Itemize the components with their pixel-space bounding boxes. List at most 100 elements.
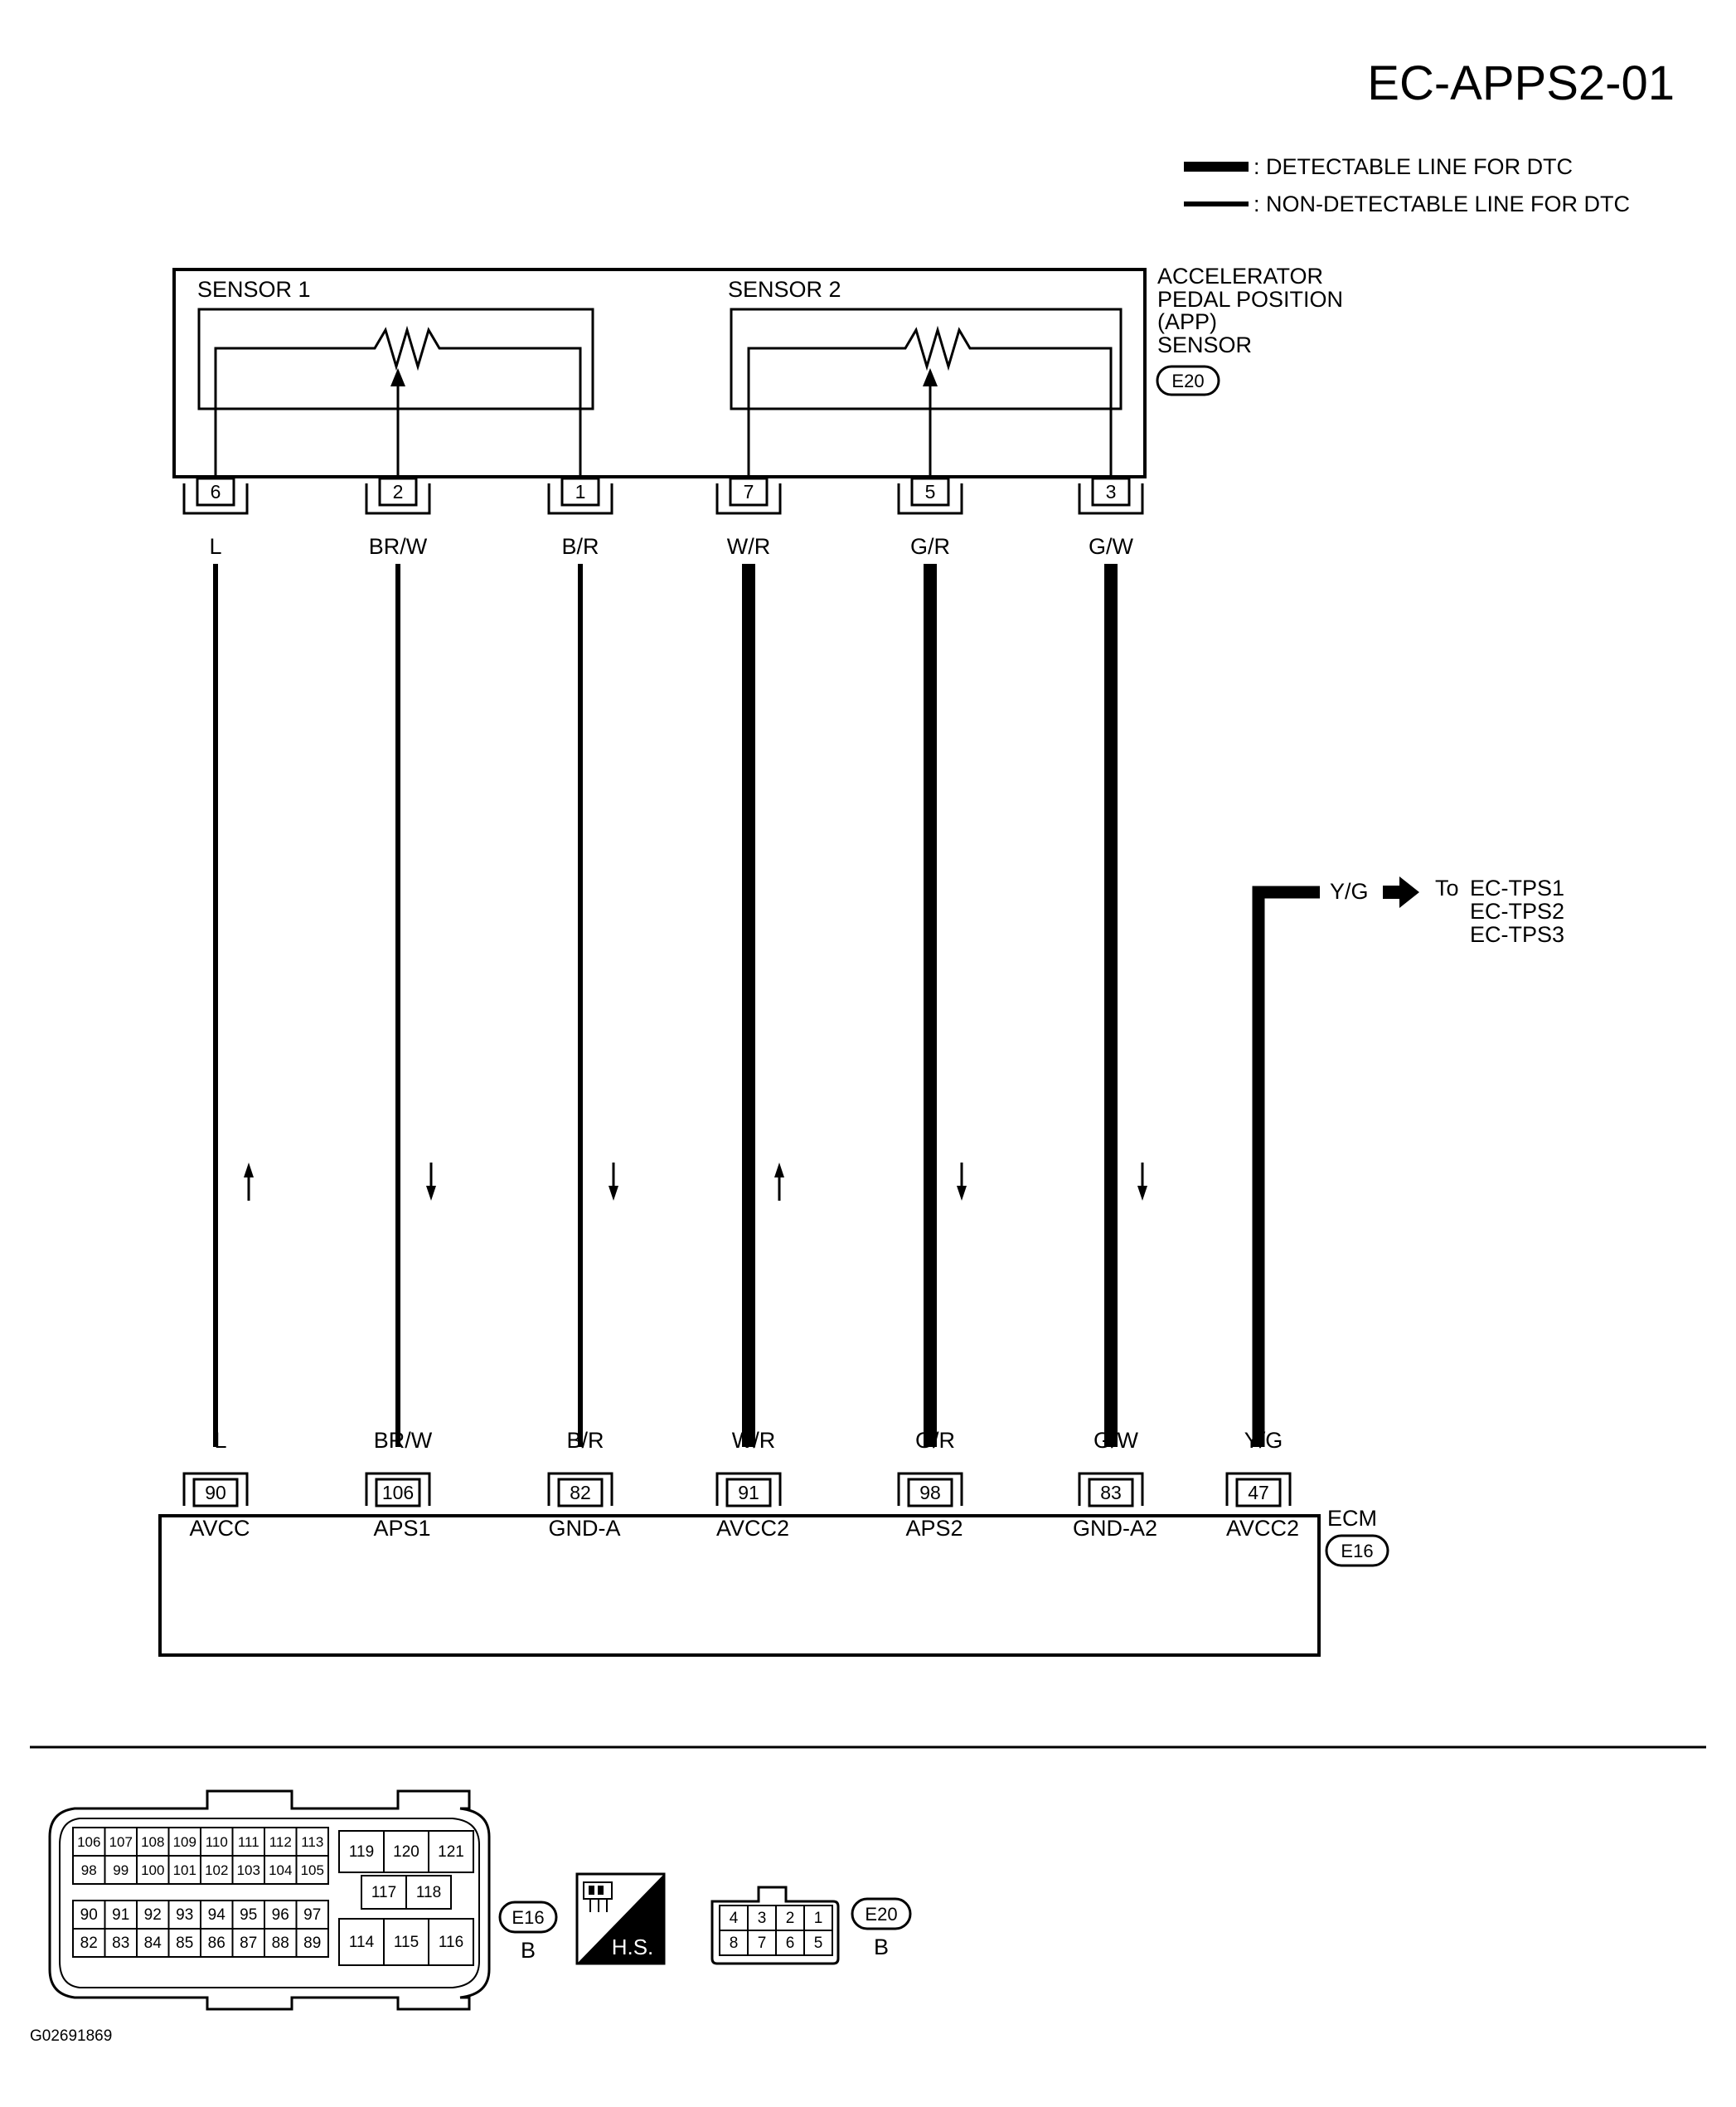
sensor-pin-bracket	[1078, 483, 1144, 515]
ecm-signal-name: APS1	[373, 1516, 430, 1541]
arrow-down-head	[426, 1186, 436, 1201]
hs-label: H.S.	[612, 1935, 654, 1959]
sensor-pin-number: 1	[575, 481, 586, 502]
e16-cell-number: 82	[80, 1935, 98, 1952]
e16-cell-number: 94	[208, 1906, 226, 1924]
e16-cell	[428, 1830, 474, 1873]
e16-cell-number: 119	[349, 1843, 374, 1861]
sensor-wire-color: B/R	[561, 534, 599, 559]
sensor2-circuit	[747, 325, 1113, 489]
sensor1-circuit	[214, 325, 582, 489]
e16-cell-number: 108	[141, 1834, 164, 1850]
ecm-wire-color: BR/W	[374, 1428, 433, 1453]
ecm-wire-color: G/R	[915, 1428, 955, 1453]
ecm-pin-box	[1088, 1478, 1134, 1507]
e16-cell-number: 89	[303, 1935, 321, 1952]
branch-color-label: Y/G	[1330, 879, 1369, 904]
e20-cell-number: 3	[758, 1910, 767, 1927]
connector-e20-sub: B	[874, 1935, 889, 1959]
ecm-pin-bracket	[715, 1472, 782, 1506]
ecm-pin-number: 106	[382, 1482, 414, 1503]
e20-cell-number: 2	[786, 1910, 795, 1927]
sensor-pin-bracket	[715, 483, 782, 515]
e16-cell-number: 97	[303, 1906, 321, 1924]
e16-cell-number: 99	[113, 1862, 129, 1878]
ecm-pin-bracket	[1225, 1472, 1292, 1506]
e16-cell-number: 83	[112, 1935, 129, 1952]
ecm-signal-name: GND-A2	[1073, 1516, 1157, 1541]
sensor-pin: 5G/R	[897, 477, 963, 559]
app-sensor-housing	[172, 268, 1147, 478]
branch-y-g: Y/G To EC-TPS1 EC-TPS2 EC-TPS3	[1252, 876, 1564, 1447]
e16-cell-number: 106	[77, 1834, 100, 1850]
sensor-pin-number: 6	[211, 481, 221, 502]
sensor-name-line4: SENSOR	[1157, 333, 1252, 357]
e16-cell	[295, 1855, 329, 1885]
e16-cell-number: 90	[80, 1906, 98, 1924]
e16-cell-number: 88	[272, 1935, 289, 1952]
sensor-connector-id-oval	[1156, 365, 1220, 396]
sensor-wire-color: W/R	[727, 534, 770, 559]
sensor-pin: 3G/W	[1078, 477, 1144, 559]
sensor-pin-number: 7	[744, 481, 754, 502]
arrow-down-head	[609, 1186, 618, 1201]
sensor-name-line2: PEDAL POSITION	[1157, 287, 1343, 312]
e16-cell-number: 115	[394, 1934, 419, 1951]
sensor-pin-bracket	[182, 483, 249, 515]
ecm-pin-number: 82	[570, 1482, 591, 1503]
sensor-wire-color: L	[209, 534, 221, 559]
app-sensor: SENSOR 1 SENSOR 2 ACCELERATOR PEDAL POSI…	[172, 264, 1343, 489]
page-title: EC-APPS2-01	[1367, 56, 1675, 110]
e16-cell-number: 96	[272, 1906, 289, 1924]
ecm-wire-color: L	[214, 1428, 226, 1453]
e16-cell-number: 104	[269, 1862, 292, 1878]
branch-target-2: EC-TPS2	[1470, 899, 1564, 924]
sensor-pin-bracket	[897, 483, 963, 515]
ecm-pin-number: 83	[1100, 1482, 1122, 1503]
connector-e16-outline	[48, 1789, 491, 2011]
harness-connector-icon	[583, 1881, 613, 1912]
ecm-pin-bracket	[182, 1472, 249, 1506]
ecm-wire-color: Y/G	[1244, 1428, 1283, 1453]
e20-cell	[803, 1930, 833, 1956]
sensor-pin-bracket	[547, 483, 613, 515]
ecm-pin-number: 98	[919, 1482, 941, 1503]
e16-cell-number: 117	[371, 1884, 396, 1901]
arrow-down-head	[1137, 1186, 1147, 1201]
sensor-pin-box	[1091, 477, 1131, 507]
sensor-pin-bracket	[365, 483, 431, 515]
ecm-pins: L90AVCCBR/W106APS1B/R82GND-AW/R91AVCC2G/…	[182, 1428, 1299, 1541]
ecm-signal-name: GND-A	[549, 1516, 621, 1541]
e16-cell-number: 121	[438, 1843, 464, 1861]
sensor-pin: 2BR/W	[365, 477, 431, 559]
sensor-pin: 6L	[182, 477, 249, 559]
e16-cell-number: 113	[301, 1834, 323, 1850]
e16-cell-number: 84	[144, 1935, 162, 1952]
legend-non-detectable-text: : NON-DETECTABLE LINE FOR DTC	[1254, 192, 1630, 216]
ecm-signal-name: APS2	[905, 1516, 963, 1541]
branch-to-prefix: To	[1435, 876, 1459, 901]
sensor-pin-box	[910, 477, 950, 507]
ecm-pin-bracket	[547, 1472, 613, 1506]
e16-cell-number: 85	[176, 1935, 193, 1952]
e16-cell	[428, 1918, 474, 1966]
ecm-connector-id: E16	[1341, 1541, 1373, 1561]
legend-detectable-text: : DETECTABLE LINE FOR DTC	[1254, 154, 1573, 179]
connector-e16-id-oval	[498, 1901, 558, 1934]
connector-e20-id-oval	[851, 1897, 912, 1930]
wires	[213, 564, 1147, 1447]
sensor-pin-number: 3	[1106, 481, 1117, 502]
e16-cell-number: 101	[173, 1862, 196, 1878]
sensor-wire-color: G/R	[910, 534, 950, 559]
legend-detectable-swatch	[1184, 162, 1249, 172]
e16-cell-number: 116	[439, 1934, 463, 1951]
ecm-wire-color: G/W	[1093, 1428, 1139, 1453]
